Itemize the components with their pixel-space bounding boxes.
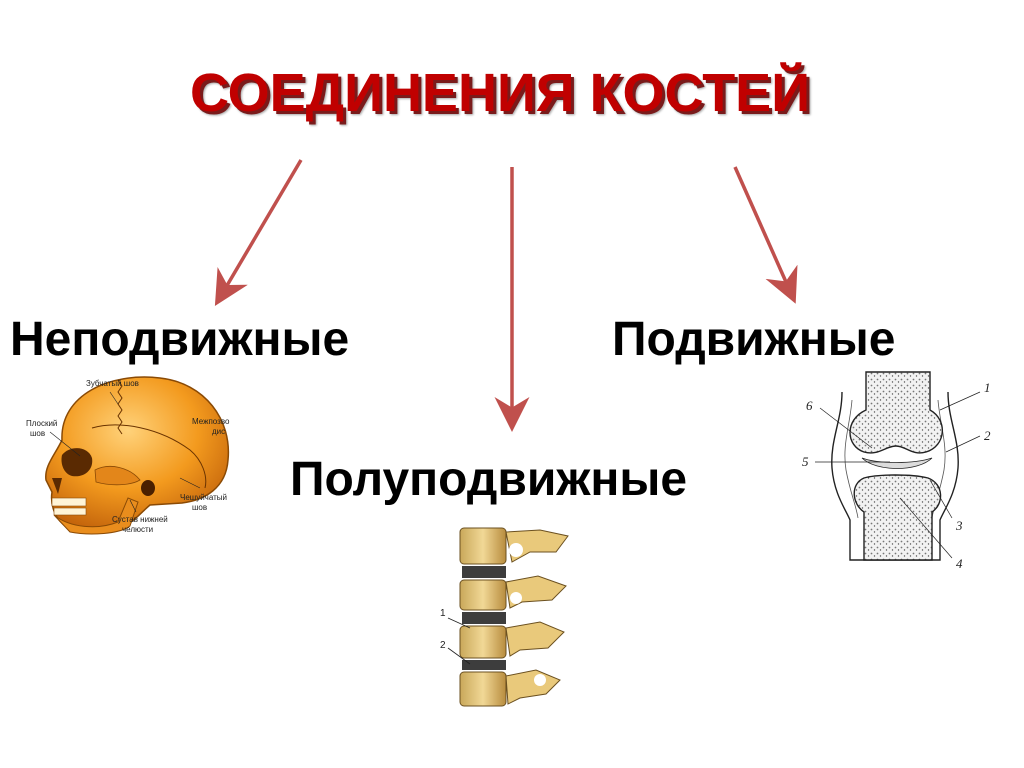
skull-label-flat-1: Плоский [26,419,57,428]
spine-label-2: 2 [440,640,446,651]
skull-label-interv-2: дис [212,427,225,436]
skull-label-jaw-1: Сустав нижней [112,515,168,524]
category-semi-movable: Полуподвижные [290,453,688,506]
joint-label-3: 3 [955,518,963,533]
skull-label-interv-1: Межпозво [192,417,230,426]
skull-label-jaw-2: челюсти [122,525,153,534]
joint-illustration [815,371,981,561]
joint-label-1: 1 [984,380,991,395]
skull-label-flat-2: шов [30,429,45,438]
skull-label-serrated: Зубчатый шов [86,379,139,388]
category-immovable: Неподвижные [10,313,350,366]
spine-label-1: 1 [440,608,446,619]
skull-illustration [45,376,230,535]
skull-label-squamous-2: шов [192,503,207,512]
page-title: СОЕДИНЕНИЯ КОСТЕЙ [189,63,811,123]
category-movable: Подвижные [612,313,896,366]
arrow-right [733,166,798,304]
joint-label-5: 5 [802,454,809,469]
joint-label-6: 6 [806,398,813,413]
joint-label-4: 4 [956,556,963,571]
skull-label-squamous-1: Чешуйчатый [180,493,227,502]
spine-illustration [447,527,569,707]
joint-label-2: 2 [984,428,991,443]
arrow-left [214,159,303,307]
